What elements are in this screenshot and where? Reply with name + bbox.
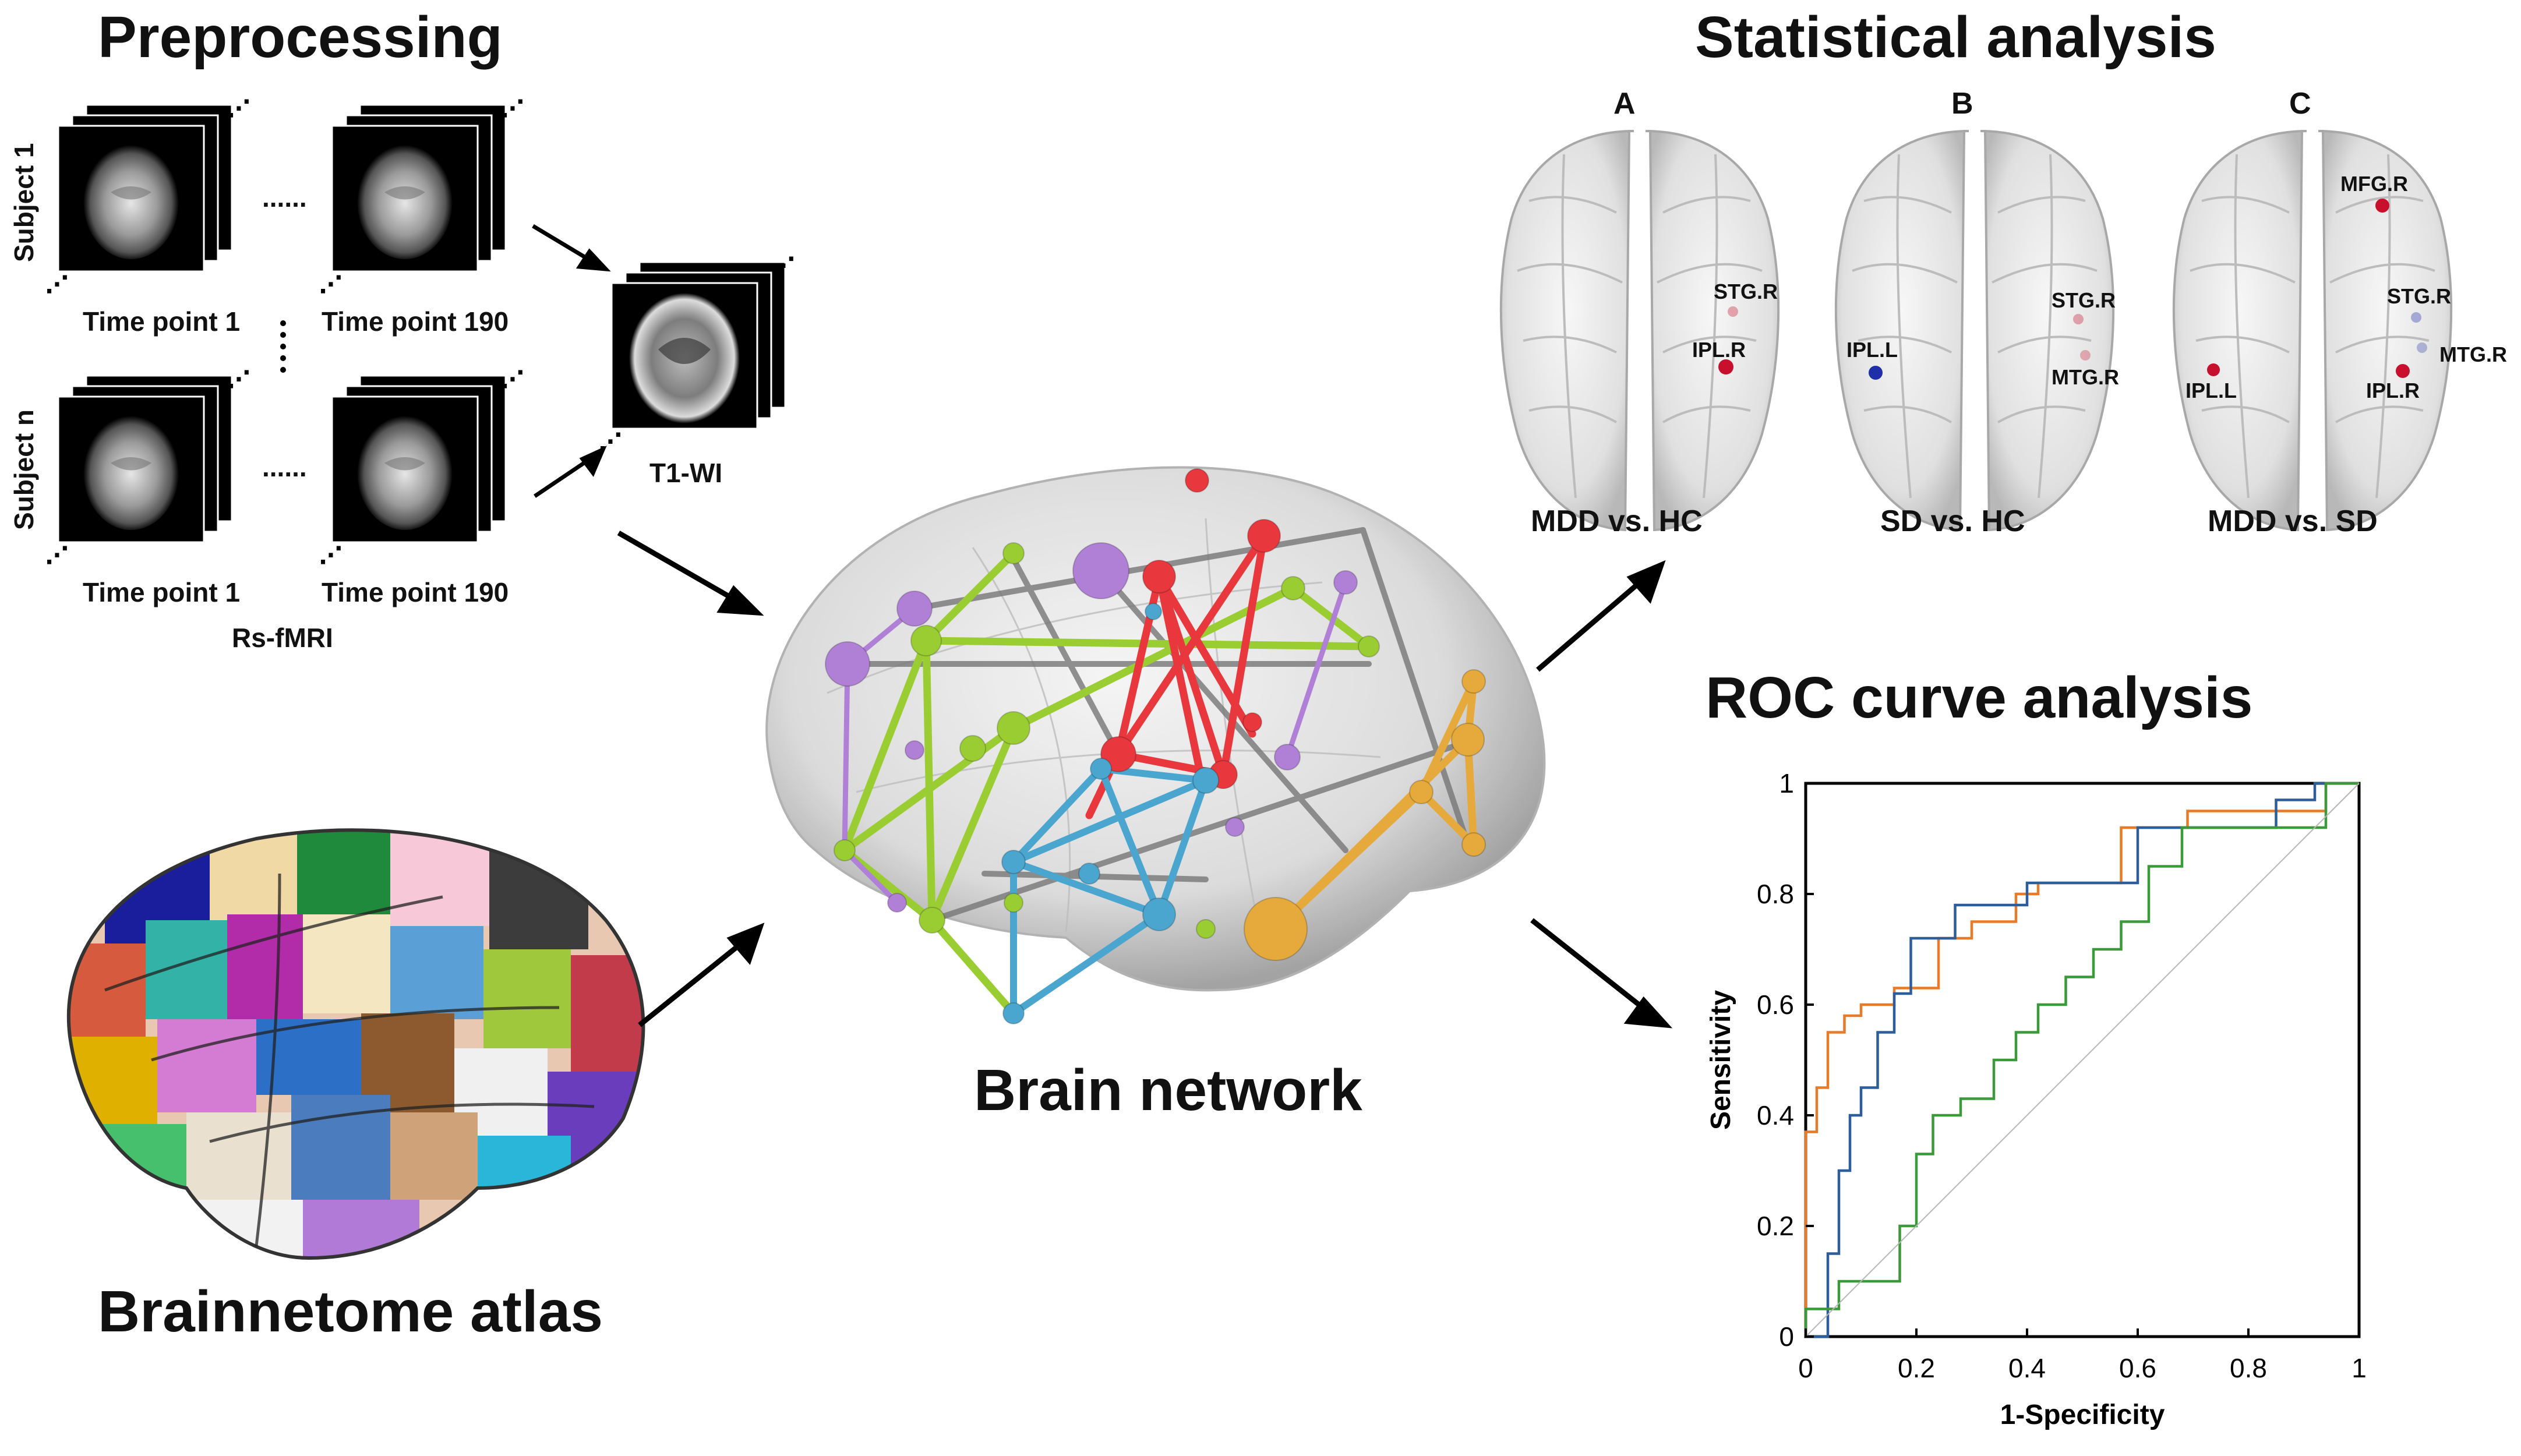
x-tick-label: 0: [1798, 1353, 1813, 1383]
preprocessing-title: Preprocessing: [98, 5, 503, 70]
y-axis-label: Sensitivity: [1706, 990, 1736, 1130]
roc-title: ROC curve analysis: [1706, 665, 2253, 730]
time-ellipsis: ......: [262, 452, 307, 482]
x-axis-label: 1-Specificity: [2000, 1400, 2165, 1430]
panel-c-caption: MDD vs. SD: [2208, 504, 2378, 538]
fmri-stack-s1-t1: [44, 95, 252, 299]
panel-a-letter: A: [1613, 87, 1636, 121]
time-point-1-label: Time point 1: [83, 577, 241, 607]
subject-ellipsis: [280, 320, 286, 373]
region-ipl-r: IPL.R: [2366, 379, 2420, 402]
panel-c-letter: C: [2289, 87, 2311, 121]
region-stg-r: STG.R: [2052, 288, 2116, 312]
region-mtg-r: MTG.R: [2052, 365, 2119, 389]
subject-1-label: Subject 1: [9, 143, 39, 262]
atlas-title: Brainnetome atlas: [98, 1279, 603, 1344]
time-ellipsis: ......: [262, 182, 307, 213]
arrow-preprocessing-to-network: [617, 531, 764, 616]
time-point-190-label: Time point 190: [322, 306, 509, 337]
plot-frame: [1804, 782, 2361, 1338]
arrow-network-to-roc: [1530, 918, 1673, 1029]
statistical-title: Statistical analysis: [1695, 5, 2216, 70]
panel-b-caption: SD vs. HC: [1880, 504, 2025, 538]
y-tick-label: 0.8: [1757, 879, 1794, 909]
x-tick-label: 0.6: [2119, 1353, 2156, 1383]
roc-series-3: [1804, 782, 2359, 1337]
fmri-stack-sn-t190: [318, 366, 525, 570]
y-tick-label: 0: [1779, 1321, 1794, 1352]
x-tick-label: 0.8: [2230, 1353, 2267, 1383]
panel-a-caption: MDD vs. HC: [1531, 504, 1703, 538]
panel-b-brain: [1834, 130, 2115, 531]
fmri-stack-sn-t1: [44, 366, 252, 570]
reference-line: [1805, 783, 2360, 1337]
y-tick-label: 0.2: [1757, 1211, 1794, 1241]
time-point-190-label: Time point 190: [322, 577, 509, 607]
brain-network: [765, 466, 1546, 1024]
atlas-brain: [66, 828, 645, 1260]
region-ipl-l: IPL.L: [2185, 379, 2237, 402]
t1-image-stack: ⋰ ⋰: [599, 253, 795, 455]
panel-b-letter: B: [1951, 87, 1973, 121]
y-tick-label: 1: [1779, 768, 1794, 798]
arrow-atlas-to-network: [638, 923, 765, 1027]
y-tick-label: 0.4: [1757, 1100, 1794, 1130]
region-mtg-r: MTG.R: [2439, 342, 2507, 366]
time-point-1-label: Time point 1: [83, 306, 241, 337]
x-tick-label: 1: [2351, 1353, 2367, 1383]
region-stg-r: STG.R: [1714, 280, 1778, 303]
y-tick-label: 0.6: [1757, 989, 1794, 1020]
arrow-network-to-statistics: [1536, 560, 1666, 672]
t1-wi-label: T1-WI: [649, 458, 723, 488]
panel-c-brain: [2172, 130, 2453, 531]
roc-chart: 0 0.2 0.4 0.6 0.8 1 0 0.2 0.4 0.6 0.8 1 1-Specificit…: [1706, 768, 2367, 1430]
svg-text:⋰: ⋰: [772, 253, 795, 279]
panel-a-brain: [1499, 130, 1780, 531]
network-title: Brain network: [974, 1058, 1362, 1123]
region-stg-r: STG.R: [2387, 284, 2452, 308]
region-ipl-r: IPL.R: [1692, 338, 1746, 362]
arrow-fmri-to-t1: [532, 224, 611, 498]
x-tick-label: 0.2: [1898, 1353, 1935, 1383]
region-mfg-r: MFG.R: [2340, 172, 2408, 196]
fmri-stack-s1-t190: [318, 95, 525, 299]
rs-fmri-label: Rs-fMRI: [232, 623, 333, 653]
preprocessing-diagram: ⋰ ⋰ ⋰ ⋰: [44, 95, 795, 616]
x-tick-label: 0.4: [2008, 1353, 2046, 1383]
subject-n-label: Subject n: [9, 409, 39, 530]
region-ipl-l: IPL.L: [1846, 338, 1898, 362]
